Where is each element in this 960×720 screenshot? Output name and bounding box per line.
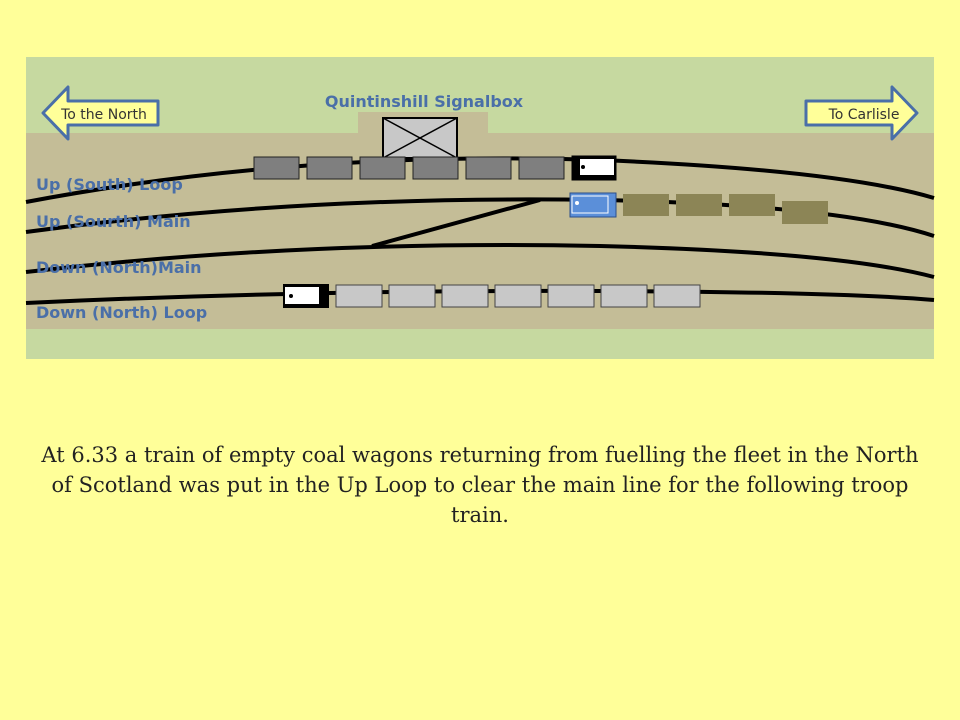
right-arrow-icon [804,85,919,141]
troop-locomotive [569,192,617,218]
coal-train [253,155,617,181]
arrow-north-label: To the North [60,107,147,123]
passenger-carriage [653,284,701,308]
passenger-carriage [494,284,542,308]
label-down-loop: Down (North) Loop [36,303,207,322]
arrow-to-north: To the North [41,85,160,141]
troop-carriage [676,194,722,216]
signalbox-icon [382,117,458,159]
caption-text: At 6.33 a train of empty coal wagons ret… [41,443,919,527]
arrow-carlisle-label: To Carlisle [828,107,900,123]
track-down-main [25,243,935,279]
troop-carriage [623,194,669,216]
coal-wagon [412,156,459,180]
signalbox-title: Quintinshill Signalbox [325,92,524,111]
coal-wagon [465,156,512,180]
left-arrow-icon [41,85,160,141]
troop-train [569,192,828,224]
troop-carriage [782,201,828,224]
label-down-main: Down (North)Main [36,258,202,277]
coal-locomotive [571,155,617,181]
troop-carriage [729,194,775,216]
coal-wagon [518,156,565,180]
label-up-loop: Up (South) Loop [36,175,183,194]
crossover [371,198,541,248]
down-loop-train [283,284,701,308]
passenger-carriage [335,284,383,308]
coal-wagon [359,156,406,180]
down-locomotive [283,284,329,308]
arrow-to-carlisle: To Carlisle [804,85,919,141]
label-up-main: Up (Sourth) Main [36,212,191,231]
passenger-carriage [441,284,489,308]
coal-wagon [306,156,353,180]
coal-wagon [253,156,300,180]
passenger-carriage [547,284,595,308]
passenger-carriage [600,284,648,308]
passenger-carriage [388,284,436,308]
track-up-main [25,197,935,238]
